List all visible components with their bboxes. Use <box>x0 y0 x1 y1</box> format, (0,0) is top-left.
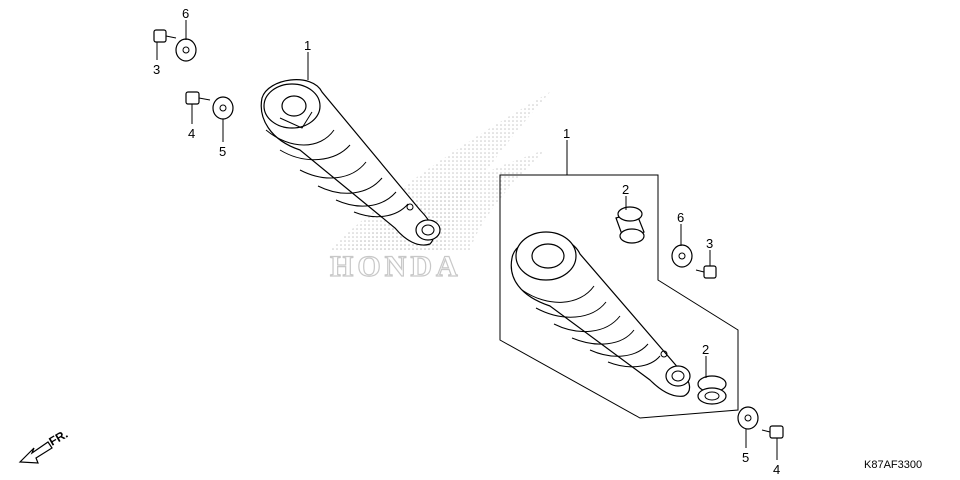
shock-absorber-right[interactable] <box>510 231 691 397</box>
bushing-bottom[interactable] <box>697 375 727 405</box>
callout-washer5-right: 5 <box>742 450 749 465</box>
diagram-code: K87AF3300 <box>864 459 922 471</box>
callout-bushing-bottom: 2 <box>702 342 709 357</box>
callout-shock-left: 1 <box>304 38 311 53</box>
callout-washer5-left: 5 <box>219 144 226 159</box>
bolt-3-right[interactable] <box>695 265 717 279</box>
callout-shock-right: 1 <box>563 126 570 141</box>
callout-bolt3-right: 3 <box>706 236 713 251</box>
bushing-top[interactable] <box>615 206 645 244</box>
bolt-3-left[interactable] <box>153 29 177 43</box>
callout-bolt4-left: 4 <box>188 126 195 141</box>
shock-absorber-left[interactable] <box>260 79 441 246</box>
bolt-4-left[interactable] <box>185 91 211 105</box>
washer-5-right[interactable] <box>737 406 759 430</box>
front-direction-arrow: FR. <box>18 427 70 464</box>
washer-5-left[interactable] <box>212 96 234 120</box>
bolt-4-right[interactable] <box>761 425 784 439</box>
callout-bushing-top: 2 <box>622 182 629 197</box>
leader-lines <box>156 20 778 460</box>
washer-6-right[interactable] <box>671 244 693 268</box>
callout-washer6-left: 6 <box>182 6 189 21</box>
washer-6-left[interactable] <box>175 38 197 62</box>
callout-washer6-right: 6 <box>677 210 684 225</box>
assembly-bracket <box>499 174 739 419</box>
watermark-text: HONDA <box>330 250 462 283</box>
callout-bolt4-right: 4 <box>773 462 780 477</box>
callout-bolt3-left: 3 <box>153 62 160 77</box>
